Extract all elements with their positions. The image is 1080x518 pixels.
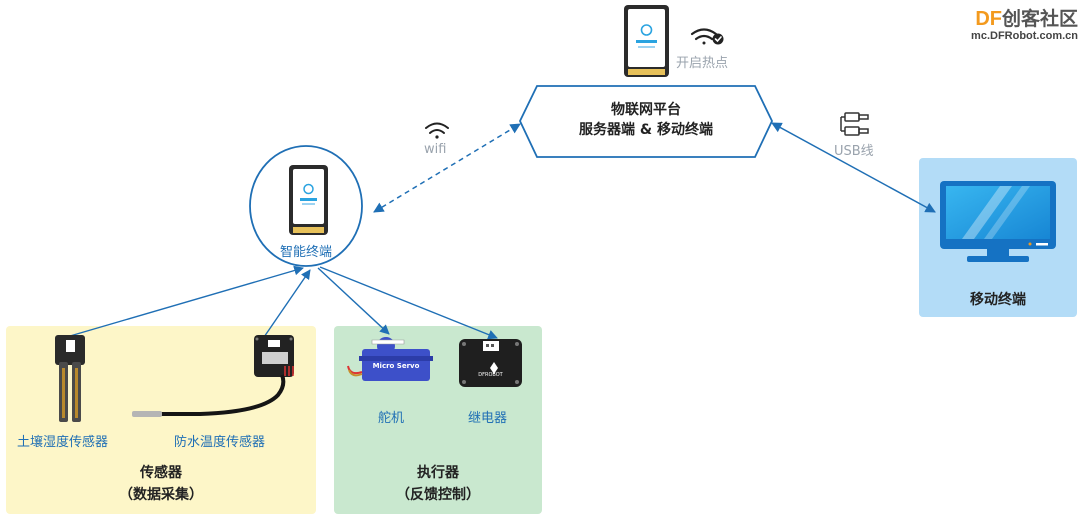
relay-arrow bbox=[319, 266, 498, 340]
wifi-hotspot-icon bbox=[690, 28, 724, 45]
platform-title: 物联网平台 bbox=[611, 102, 681, 118]
micro-servo-image bbox=[347, 337, 433, 381]
wifi-connection-arrow bbox=[373, 123, 521, 213]
actuator-title: 执行器 （反馈控制） bbox=[334, 462, 542, 506]
platform-hexagon bbox=[519, 85, 773, 158]
hotspot-device-image bbox=[624, 5, 669, 77]
sensor-heading: 传感器 bbox=[140, 465, 182, 481]
wifi-label: wifi bbox=[424, 142, 447, 157]
temp-sensor-arrow bbox=[261, 269, 311, 341]
dfrobot-watermark: DF创客社区 mc.DFRobot.com.cn bbox=[954, 4, 1078, 42]
usb-cable-icon bbox=[840, 112, 869, 136]
soil-sensor-label: 土壤湿度传感器 bbox=[17, 435, 109, 450]
servo-body-text: Micro Servo bbox=[372, 362, 420, 370]
soil-moisture-sensor-image bbox=[55, 335, 85, 422]
soil-sensor-arrow bbox=[69, 265, 304, 337]
smart-terminal-label: 智能终端 bbox=[279, 245, 332, 260]
smart-terminal-device-image bbox=[289, 165, 328, 235]
temp-sensor-label: 防水温度传感器 bbox=[174, 435, 266, 450]
brand-community: 创客社区 bbox=[1001, 8, 1078, 30]
waterproof-temperature-sensor-image bbox=[132, 335, 294, 417]
wifi-icon bbox=[425, 122, 449, 139]
actuator-subheading: （反馈控制） bbox=[396, 487, 480, 503]
sensor-subheading: （数据采集） bbox=[119, 487, 203, 503]
actuator-heading: 执行器 bbox=[417, 465, 459, 481]
relay-label: 继电器 bbox=[468, 411, 508, 426]
monitor-icon bbox=[940, 181, 1056, 262]
servo-label: 舵机 bbox=[378, 411, 405, 426]
platform-subtitle: 服务器端 & 移动终端 bbox=[579, 122, 713, 138]
usb-label: USB线 bbox=[834, 144, 874, 159]
brand-url[interactable]: mc.DFRobot.com.cn bbox=[971, 30, 1078, 42]
brand-df: DF bbox=[975, 8, 1002, 30]
relay-body-text: DFROBOT bbox=[478, 372, 503, 378]
hotspot-label: 开启热点 bbox=[676, 56, 729, 71]
relay-module-image bbox=[459, 339, 522, 387]
sensor-title: 传感器 （数据采集） bbox=[6, 462, 316, 506]
usb-connection-arrow bbox=[771, 122, 936, 213]
servo-arrow bbox=[317, 267, 390, 335]
platform-label: 物联网平台 服务器端 & 移动终端 bbox=[530, 100, 762, 140]
mobile-terminal-label: 移动终端 bbox=[970, 292, 1026, 308]
